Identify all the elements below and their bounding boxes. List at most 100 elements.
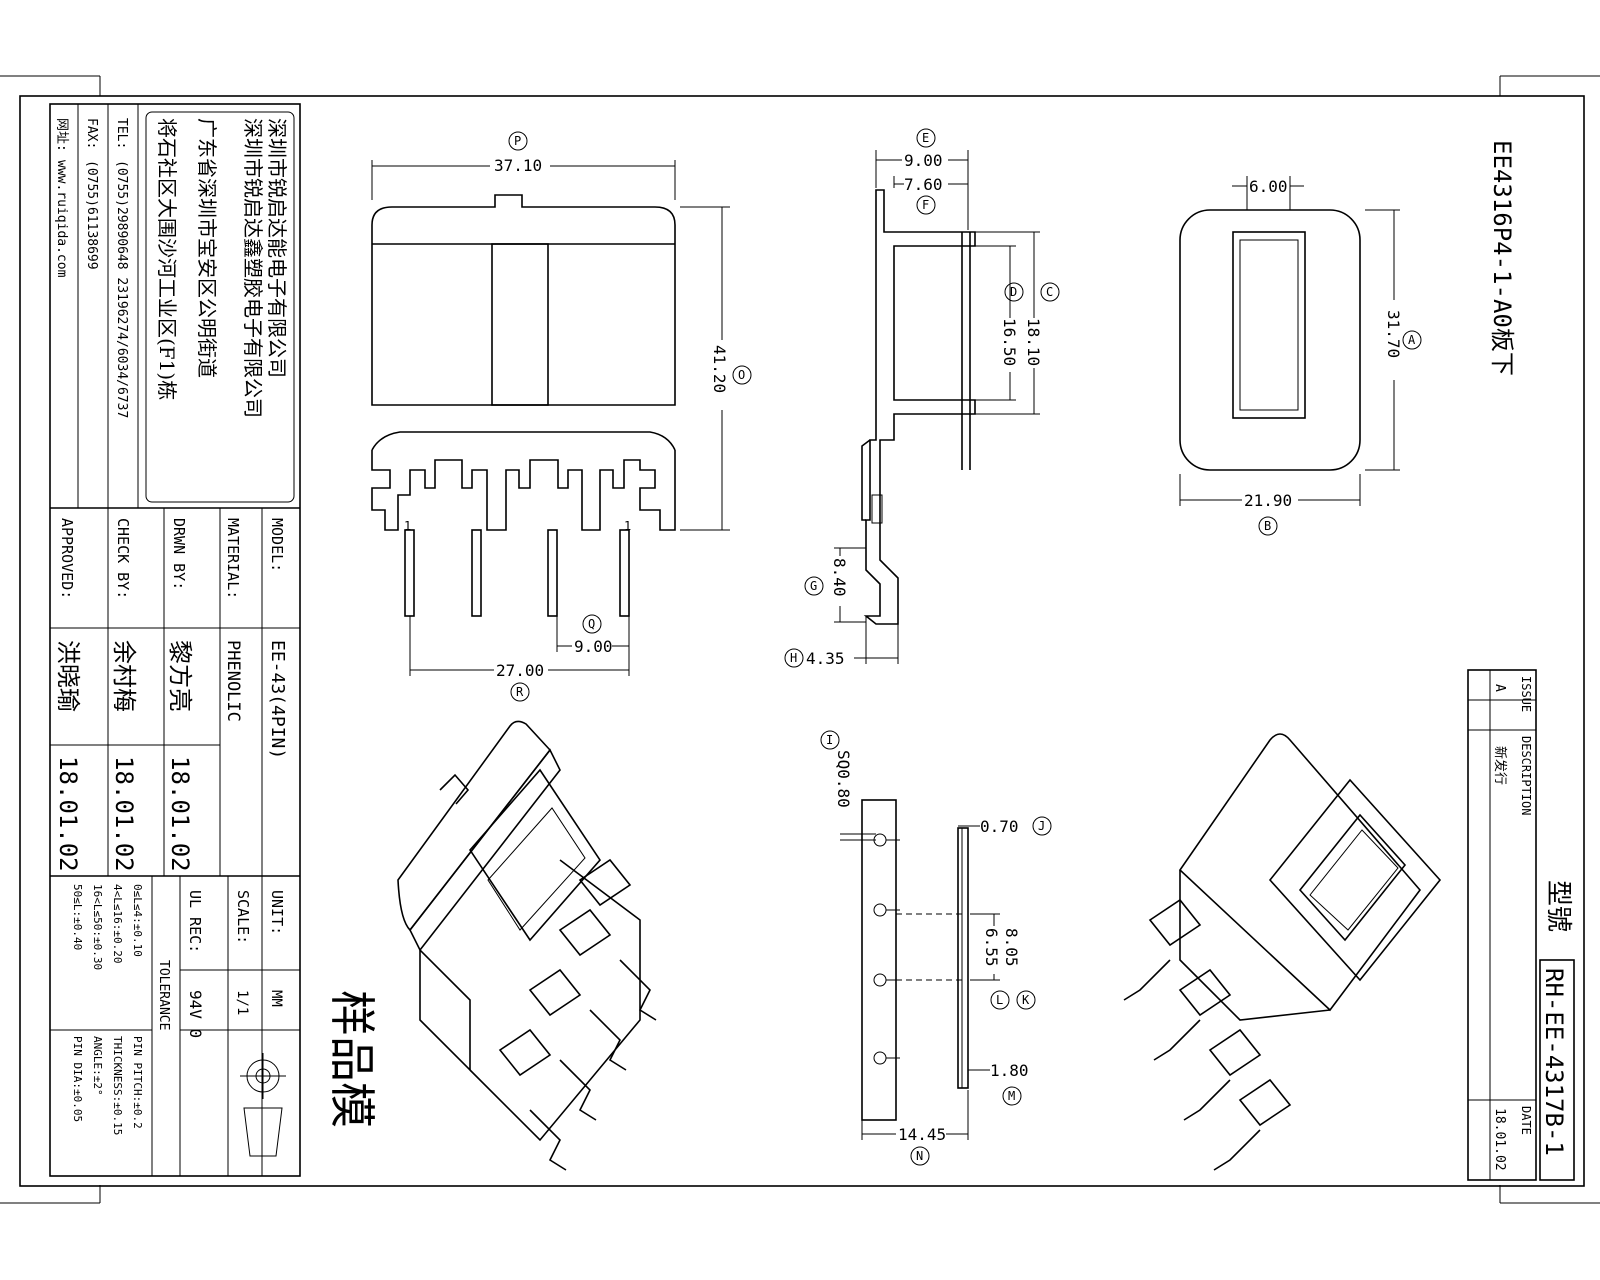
tol-3: 50≤L:±0.40 (71, 884, 84, 950)
dim-n-value: 14.45 (898, 1125, 946, 1144)
date-label: DATE (1519, 1106, 1533, 1135)
front-pins (404, 529, 630, 617)
marker-l: L (996, 993, 1003, 1007)
marker-q: Q (588, 617, 595, 631)
issue-label: ISSUE (1519, 676, 1533, 712)
title-block (49, 103, 301, 1177)
web-label: 网址: (54, 118, 69, 152)
dim-r-value: 27.00 (496, 661, 544, 680)
issue-rev: A (1492, 684, 1507, 692)
sheet-border (19, 95, 1585, 1187)
sample-stamp: 样品模 (325, 990, 379, 1128)
dim-e-value: 9.00 (904, 151, 943, 170)
bottom-view: SQ0.80 I 0.70 J 8.05 K 6.55 L 1.80 M 14.… (820, 730, 1052, 1166)
tol2-0: PIN PITCH:±0.2 (131, 1036, 144, 1129)
tolerance-label: TOLERANCE (156, 960, 171, 1030)
tol2-3: PIN DIA:±0.05 (71, 1036, 84, 1122)
tol2-1: THICKNESS:±0.15 (111, 1036, 124, 1135)
tol-0: 0≤L≤4:±0.10 (131, 884, 144, 957)
tel-label: TEL: (114, 118, 129, 149)
desc-label: DESCRIPTION (1519, 736, 1533, 815)
dim-h-value: 4.35 (806, 649, 845, 668)
issue-desc: 新发行 (1492, 746, 1508, 785)
marker-j: J (1038, 819, 1045, 833)
marker-c: C (1046, 285, 1053, 299)
check-date: 18.01.02 (110, 756, 138, 872)
marker-r: R (516, 685, 524, 699)
fax-label: FAX: (84, 118, 99, 149)
model-value: EE-43(4PIN) (267, 640, 288, 759)
web-value: www.ruiqida.com (54, 160, 69, 278)
dim-s-value: 6.00 (1249, 177, 1288, 196)
company-line4: 将石社区大围沙河工业区(F1)栋 (155, 118, 179, 400)
marker-b: B (1264, 519, 1271, 533)
drwn-date: 18.01.02 (166, 756, 194, 872)
unit-value: MM (268, 990, 284, 1007)
iso-right-pins (1123, 898, 1292, 1171)
ul-value: 94V 0 (186, 990, 205, 1038)
marker-f: F (922, 198, 929, 212)
tol-2: 16<L≤50:±0.30 (91, 884, 104, 970)
part-name: EE4316P4-1-A0板下 (1488, 140, 1516, 376)
dim-f-value: 7.60 (904, 175, 943, 194)
iso-left-pins (498, 858, 657, 1171)
marker-n: N (916, 1149, 923, 1163)
iso-view-right (1123, 733, 1442, 1171)
pin1-marker-b: 1 (624, 519, 631, 533)
drwn-name: 黎方亮 (166, 640, 194, 712)
dim-l-value: 6.55 (982, 928, 1001, 967)
material-label: MATERIAL: (224, 518, 242, 599)
dim-p-value: 37.10 (494, 156, 542, 175)
iso-view-left (397, 720, 657, 1171)
dim-i-value: SQ0.80 (834, 750, 853, 808)
check-name: 余村梅 (110, 640, 138, 712)
issue-date: 18.01.02 (1492, 1108, 1507, 1171)
dim-b-value: 21.90 (1244, 491, 1292, 510)
dim-o-value: 41.20 (710, 345, 729, 393)
marker-d: D (1010, 285, 1017, 299)
tol-1: 4<L≤16:±0.20 (111, 884, 124, 963)
dim-m-value: 1.80 (990, 1061, 1029, 1080)
scale-value: 1/1 (234, 990, 250, 1015)
info-texts: MODEL: EE-43(4PIN) MATERIAL: PHENOLIC DR… (54, 518, 288, 1135)
marker-o: O (738, 368, 745, 382)
dim-c-value: 18.10 (1024, 318, 1043, 366)
fax-value: (0755)61138699 (84, 160, 99, 270)
model-title-label: 型號 (1543, 880, 1573, 932)
material-value: PHENOLIC (223, 640, 243, 722)
dim-g-value: 8.40 (830, 558, 849, 597)
marker-e: E (922, 131, 929, 145)
unit-label: UNIT: (268, 890, 286, 935)
tel-value: (0755)29890648 23196274/6034/6737 (114, 160, 129, 418)
marker-h: H (790, 651, 797, 665)
marker-p: P (514, 134, 521, 148)
company-texts: 深圳市锐启达能电子有限公司 深圳市锐启达鑫塑胶电子有限公司 广东省深圳市宝安区公… (54, 118, 289, 418)
dim-k-value: 8.05 (1002, 928, 1021, 967)
top-view: 6.00 31.70 A 21.90 B (1179, 176, 1422, 536)
company-line2: 深圳市锐启达鑫塑胶电子有限公司 (241, 118, 265, 418)
dim-j-value: 0.70 (980, 817, 1019, 836)
drwn-label: DRWN BY: (170, 518, 188, 590)
marker-m: M (1008, 1089, 1015, 1103)
issue-block (1467, 669, 1575, 1181)
marker-g: G (810, 579, 817, 593)
side-view: 9.00 E 7.60 F 18.10 C 16.50 D 8.40 G (784, 128, 1060, 668)
tol2-2: ANGLE:±2° (91, 1036, 104, 1096)
crop-marks (0, 75, 1600, 1204)
dim-q-value: 9.00 (574, 637, 613, 656)
front-view: 1 1 37.10 P 41.20 O 9.00 Q 27.00 R (371, 131, 752, 702)
company-line3: 广东省深圳市宝安区公明街道 (195, 118, 219, 378)
dim-d-value: 16.50 (1000, 318, 1019, 366)
model-label: MODEL: (268, 518, 286, 572)
company-line1: 深圳市锐启达能电子有限公司 (265, 118, 289, 378)
ul-label: UL REC: (186, 890, 204, 953)
approved-name: 洪晓瑜 (54, 640, 82, 712)
scale-label: SCALE: (234, 890, 252, 944)
check-label: CHECK BY: (114, 518, 132, 599)
model-number: RH-EE-4317B-1 (1540, 968, 1568, 1156)
approved-label: APPROVED: (58, 518, 76, 599)
marker-a: A (1408, 333, 1416, 347)
marker-k: K (1022, 993, 1030, 1007)
dim-a-value: 31.70 (1384, 310, 1403, 358)
